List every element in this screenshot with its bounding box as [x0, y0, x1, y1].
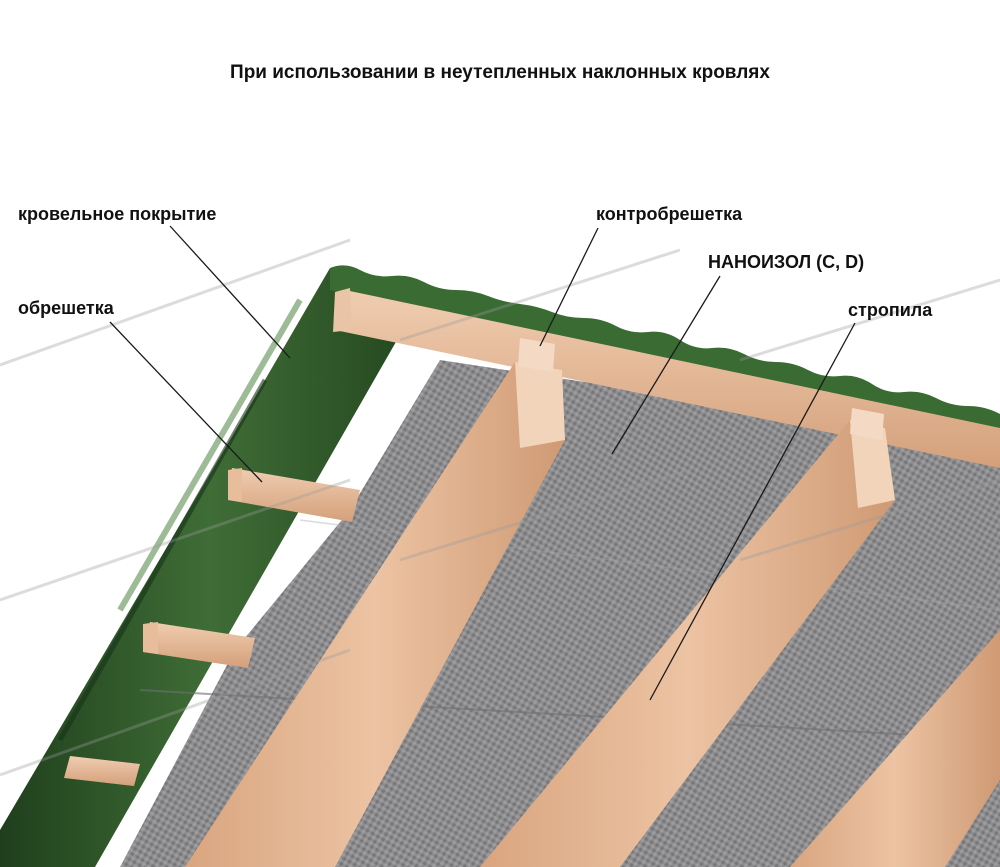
- roofing-sheet: [0, 265, 1000, 867]
- leader-lines: [109, 225, 856, 701]
- label-counter-lath: контробрешетка: [596, 204, 743, 224]
- diagram-title: При использовании в неутепленных наклонн…: [230, 62, 770, 83]
- rafters: [185, 338, 1000, 867]
- lath-battens: [64, 468, 360, 786]
- counter-lath: [333, 288, 1000, 468]
- watermark: [0, 238, 1000, 777]
- label-rafter: стропила: [848, 300, 933, 320]
- label-membrane: НАНОИЗОЛ (C, D): [708, 252, 865, 272]
- label-roofing: кровельное покрытие: [18, 204, 217, 224]
- label-lath: обрешетка: [18, 298, 114, 318]
